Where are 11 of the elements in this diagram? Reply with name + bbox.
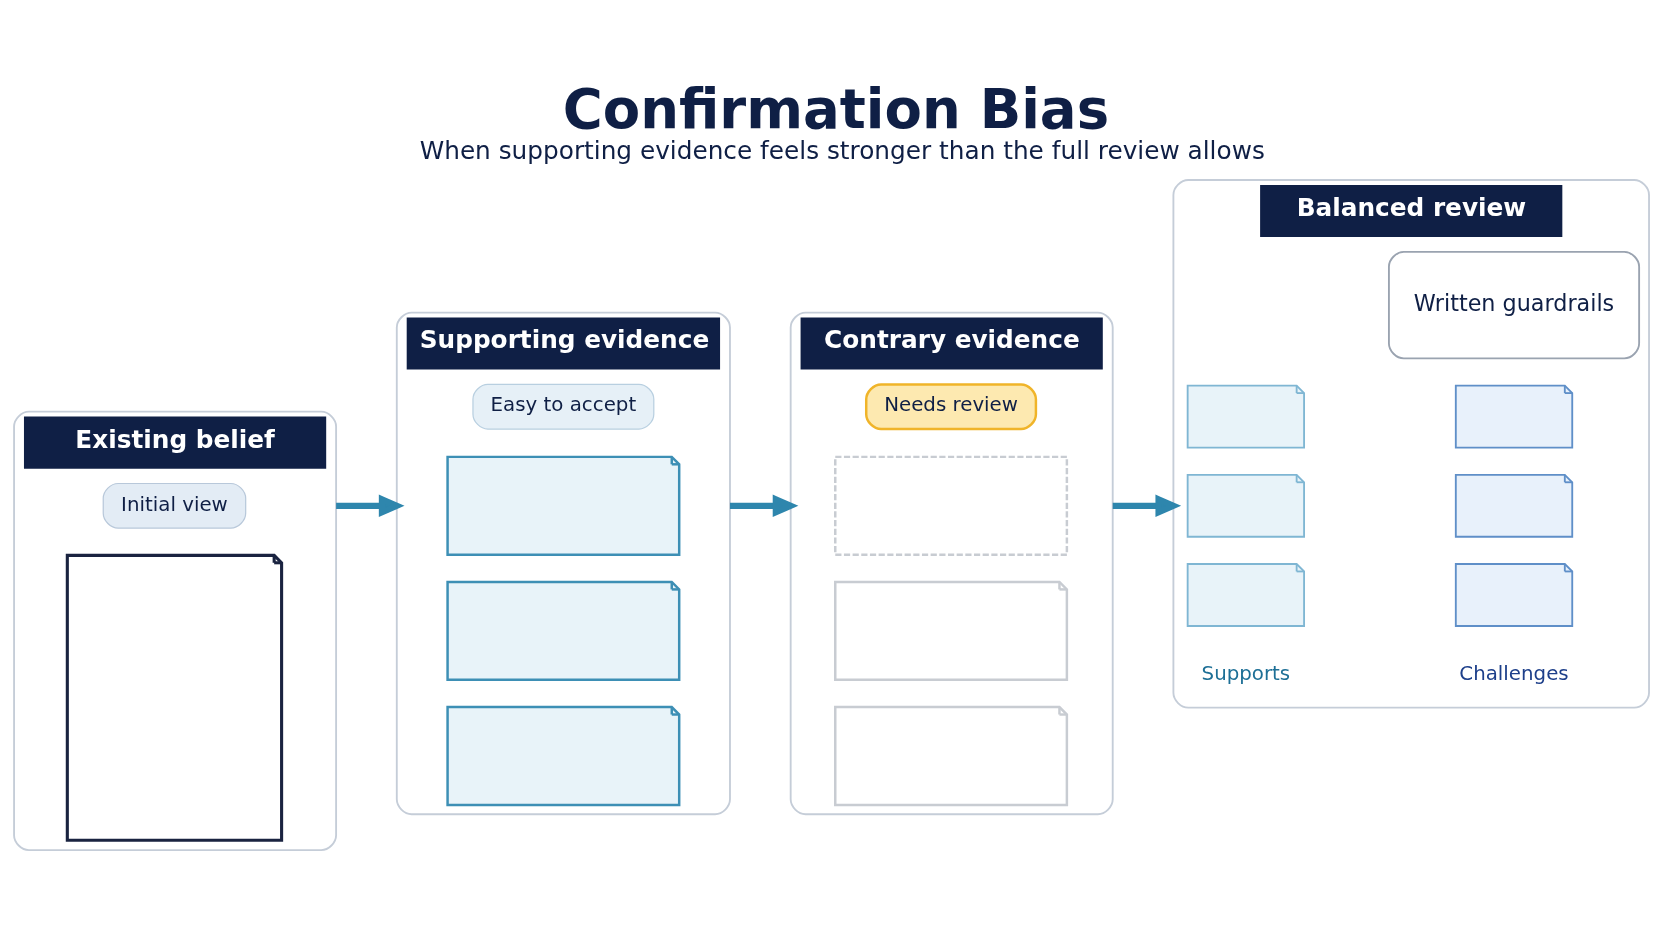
arrow (729, 494, 798, 518)
node-box: Easy to accept (471, 383, 654, 430)
caption: When supporting evidence feels stronger than the full review allows (419, 135, 1265, 165)
node-box: Written guardrails (1387, 250, 1640, 360)
node-box (833, 455, 1068, 556)
node-box: Needs review (864, 383, 1037, 431)
label: Challenges (1458, 662, 1569, 686)
arrow (335, 494, 404, 518)
arrow (1112, 494, 1181, 518)
label: Supports (1201, 662, 1290, 686)
node-box: Initial view (102, 482, 246, 529)
